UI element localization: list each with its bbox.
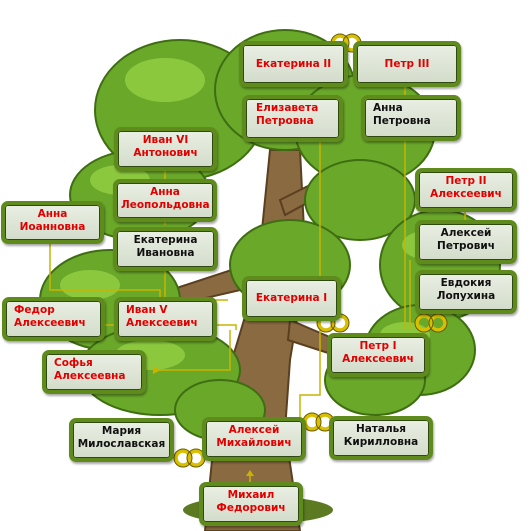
- person-ivan-v[interactable]: Иван V Алексеевич: [114, 297, 217, 341]
- person-anna-leopoldovna[interactable]: Анна Леопольдовна: [113, 179, 217, 222]
- double-ring-icon: [174, 34, 447, 467]
- person-aleksey-mikhaylovich[interactable]: Алексей Михайлович: [202, 417, 306, 461]
- person-natalya-kirillovna[interactable]: Наталья Кирилловна: [329, 416, 433, 460]
- person-mikhail-fedorovich[interactable]: Михаил Федорович: [199, 482, 303, 526]
- person-anna-petrovna[interactable]: Анна Петровна: [361, 95, 461, 141]
- person-sofya-alekseevna[interactable]: Софья Алексеевна: [42, 350, 146, 394]
- person-elizaveta-petrovna[interactable]: Елизавета Петровна: [242, 95, 343, 142]
- person-ekaterina-ii[interactable]: Екатерина II: [239, 41, 348, 87]
- person-petr-iii[interactable]: Петр III: [353, 41, 461, 87]
- person-evdokiya-lopukhina[interactable]: Евдокия Лопухина: [415, 270, 517, 314]
- person-ivan-vi[interactable]: Иван VI Антонович: [114, 127, 217, 171]
- person-anna-ioannovna[interactable]: Анна Иоанновна: [1, 201, 104, 244]
- person-petr-i[interactable]: Петр I Алексеевич: [327, 333, 429, 377]
- person-mariya-miloslavskaya[interactable]: Мария Милославская: [69, 418, 174, 462]
- person-fedor-alekseevich[interactable]: Федор Алексеевич: [2, 297, 105, 341]
- person-ekaterina-i[interactable]: Екатерина I: [242, 276, 341, 321]
- person-aleksey-petrovich[interactable]: Алексей Петрович: [415, 220, 517, 264]
- person-ekaterina-ivanovna[interactable]: Екатерина Ивановна: [113, 227, 218, 271]
- person-petr-ii[interactable]: Петр II Алексеевич: [415, 168, 517, 212]
